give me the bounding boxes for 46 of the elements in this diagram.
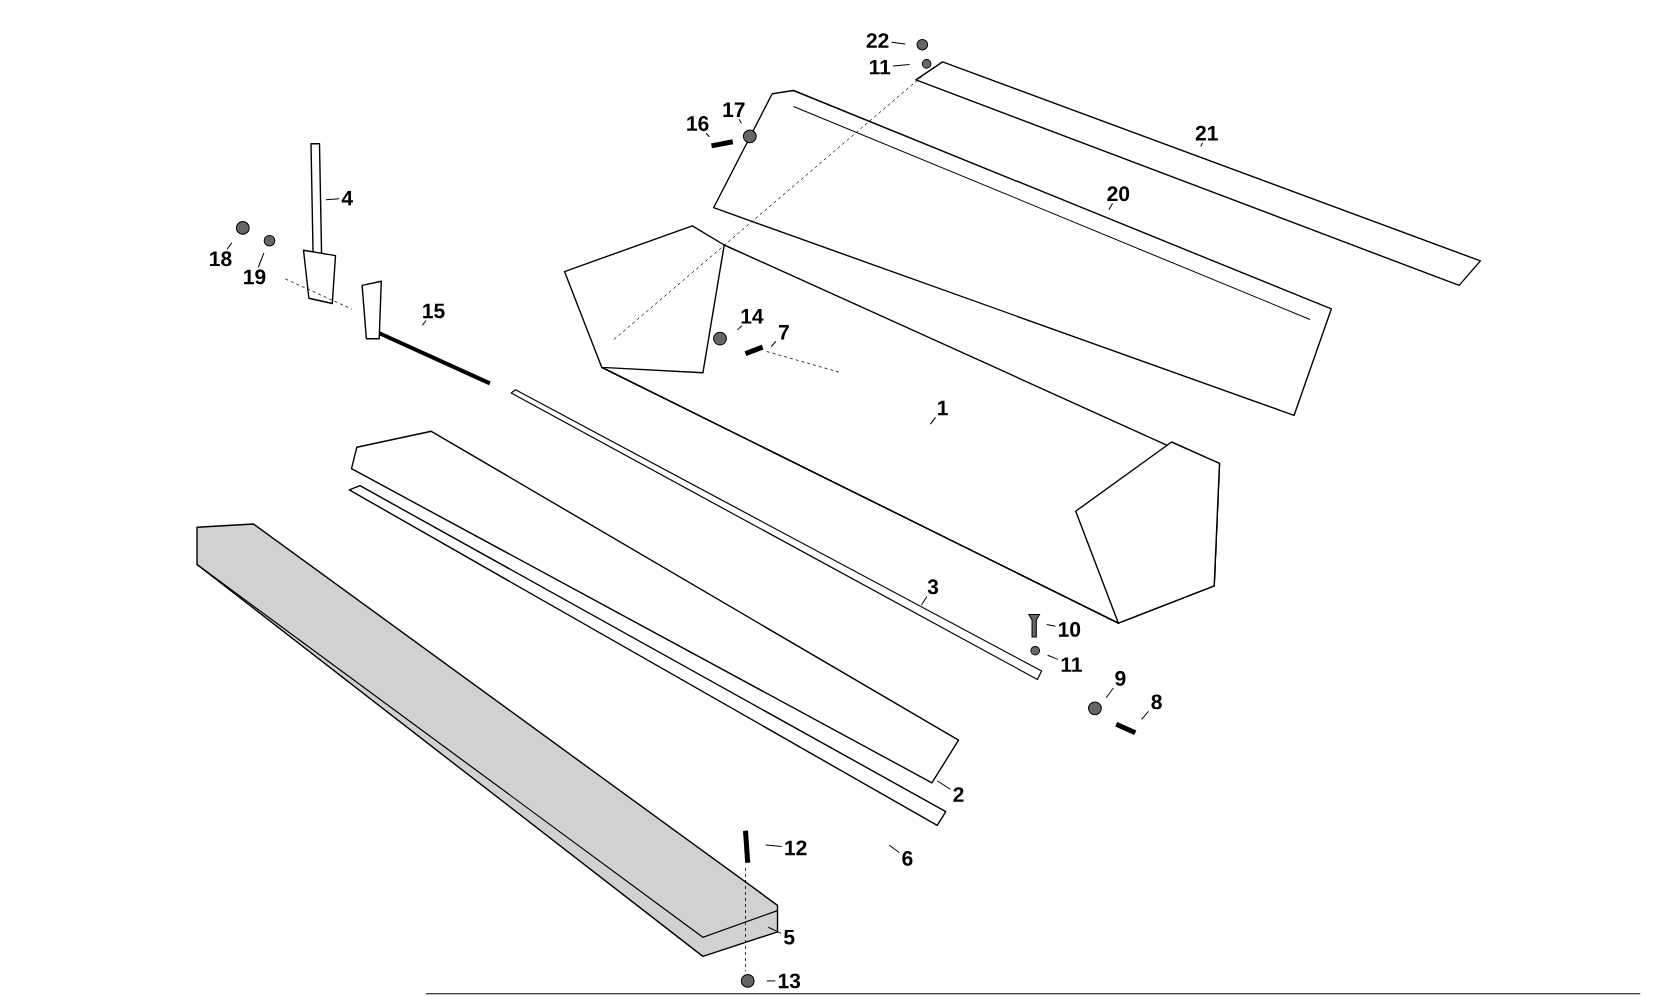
leader-line: [765, 844, 783, 848]
leader-line: [1046, 623, 1056, 627]
leader-line: [736, 325, 743, 331]
callout-number: 4: [341, 190, 353, 206]
callout-number: 14: [741, 309, 764, 324]
callout-number: 17: [723, 102, 745, 117]
callout-number: 18: [210, 251, 232, 267]
callout-number: 8: [1151, 694, 1162, 710]
leader-line: [921, 595, 928, 606]
callout-number: 5: [784, 929, 795, 945]
leader-line: [1105, 687, 1114, 699]
leader-line: [226, 242, 233, 250]
leader-line: [1141, 710, 1150, 720]
callout-number: 12: [785, 840, 807, 856]
leader-line: [325, 198, 340, 201]
leader-line: [891, 41, 906, 45]
leader-line: [766, 980, 776, 982]
callout-number: 1: [938, 400, 948, 416]
leader-line: [1108, 202, 1114, 211]
callout-number: 11: [1061, 657, 1082, 672]
callout-number: 6: [902, 851, 913, 866]
leader-line: [888, 844, 900, 854]
callout-number: 19: [244, 269, 266, 285]
callout-number: 20: [1107, 186, 1130, 202]
callout-number: 13: [778, 973, 801, 989]
callout-number: 7: [779, 325, 789, 340]
leader-line: [767, 926, 782, 934]
callout-number: 10: [1058, 621, 1081, 637]
callout-number: 9: [1115, 670, 1126, 686]
callout-number: 15: [423, 303, 445, 319]
callout-number: 2: [953, 787, 964, 802]
callout-number: 3: [927, 579, 939, 595]
callout-number: 11: [869, 59, 891, 75]
leader-line: [1047, 654, 1059, 660]
leader-line: [705, 132, 710, 138]
leader-line: [770, 340, 777, 348]
leader-line: [738, 118, 742, 124]
leader-line: [936, 780, 951, 790]
leader-line: [422, 320, 427, 326]
leader-line: [929, 416, 936, 425]
callout-number: 21: [1195, 125, 1218, 141]
leader-line: [257, 252, 265, 268]
callout-number: 22: [866, 33, 889, 48]
leader-line: [1200, 142, 1203, 147]
callout-number: 16: [687, 116, 709, 131]
leader-line: [892, 64, 911, 67]
